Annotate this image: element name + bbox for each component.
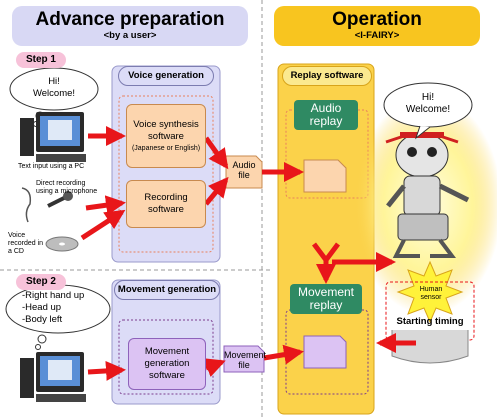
audio-file-label: Audio file [232, 160, 256, 180]
step2-bubble-text: -Right hand up -Head up -Body left [22, 290, 85, 325]
trigger-arrows [312, 242, 396, 284]
human-sensor-label: Human sensor [419, 286, 443, 301]
voice-generation-dotted-frame [118, 95, 214, 253]
movement-generation-dotted-frame [118, 319, 214, 395]
pc-icon-step1 [20, 112, 86, 162]
human-sensor-starburst [396, 260, 464, 324]
operation-title: Operation [332, 9, 422, 30]
robot-speech-bubble [383, 82, 473, 140]
audio-replay-doc [303, 159, 347, 193]
movement-replay-doc [303, 335, 347, 369]
advance-subtitle: <by a user> [103, 30, 157, 41]
audio-replay-label: Audio replay [294, 100, 358, 130]
mic-caption: Direct recording using a microphone [36, 180, 98, 195]
operation-header: Operation <I-FAIRY> [274, 6, 480, 46]
operation-subtitle: <I-FAIRY> [354, 30, 400, 41]
robot-figure [385, 132, 470, 258]
movement-generation-software-box: Movement generation software [128, 338, 206, 390]
person-mic-icon [21, 187, 73, 223]
voice-synthesis-sublabel: (Japanese or English) [131, 145, 201, 152]
movement-file-label: Movement file [224, 350, 267, 370]
cd-icon [45, 236, 79, 252]
voice-generation-title: Voice generation [118, 66, 214, 86]
voice-synthesis-box: Voice synthesis software (Japanese or En… [126, 104, 206, 168]
starting-timing-label: Starting timing [396, 316, 464, 327]
robot-bubble-text: Hi! Welcome! [405, 92, 451, 115]
replay-software-title: Replay software [282, 66, 372, 86]
advance-header: Advance preparation <by a user> [12, 6, 248, 46]
step1-bubble-text: Hi! Welcome! [32, 76, 76, 99]
voice-synthesis-label: Voice synthesis software [133, 119, 199, 142]
movement-replay-label: Movement replay [290, 284, 362, 314]
text-input-caption: Text input using a PC [18, 163, 85, 170]
movement-generation-title: Movement generation [114, 280, 220, 300]
cd-caption: Voice recorded in a CD [8, 232, 44, 255]
pc-icon-step2 [20, 352, 86, 402]
flow-arrows [80, 126, 416, 381]
recording-software-box: Recording software [126, 180, 206, 228]
advance-title: Advance preparation [35, 9, 225, 30]
step2-label: Step 2 [16, 274, 66, 290]
step1-label: Step 1 [16, 52, 66, 68]
